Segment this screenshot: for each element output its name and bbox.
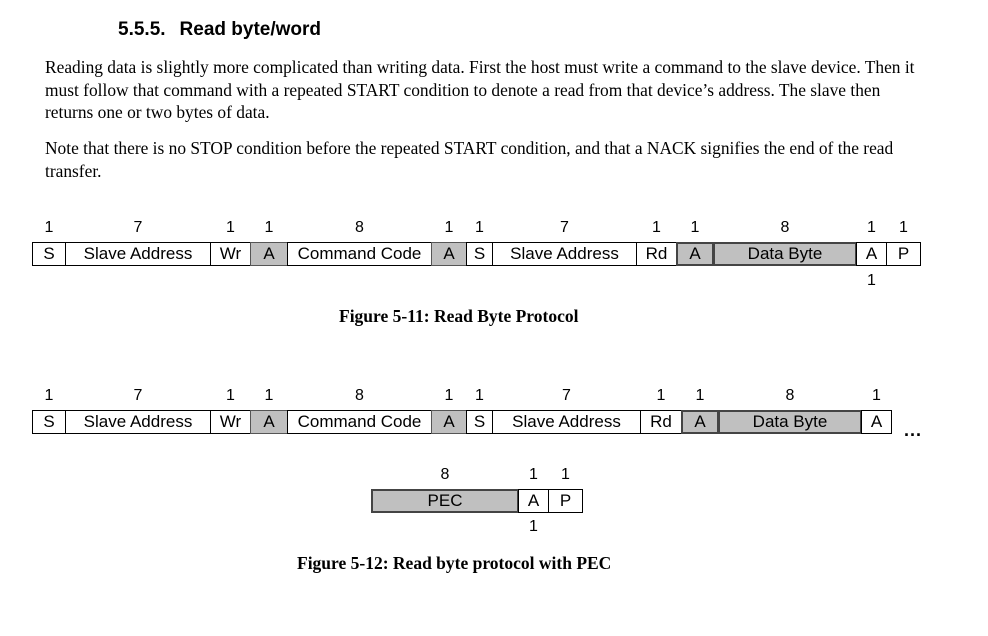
bit-count: 8: [355, 387, 364, 404]
field-slave-address: Slave Address: [492, 410, 641, 434]
bit-count: 1: [561, 466, 570, 483]
field-s: S: [32, 242, 66, 266]
bit-count: 1: [690, 219, 700, 236]
bit-count: 1: [444, 219, 454, 236]
field-s: S: [466, 242, 493, 266]
bit-count: 8: [785, 387, 795, 404]
field-a: A: [431, 242, 467, 266]
field-command-code: Command Code: [287, 410, 432, 434]
section-number: 5.5.5.: [118, 19, 166, 40]
bit-count-below: 1: [529, 518, 538, 535]
bit-count-below: 1: [867, 272, 876, 289]
paragraph-2: Note that there is no STOP condition bef…: [45, 138, 894, 181]
field-data-byte: Data Byte: [718, 410, 862, 434]
field-s: S: [466, 410, 493, 434]
field-rd: Rd: [636, 242, 677, 266]
paragraph-1: Reading data is slightly more complicate…: [45, 57, 915, 122]
figure-5-12-caption: Figure 5-12: Read byte protocol with PEC: [297, 553, 612, 573]
field-slave-address: Slave Address: [492, 242, 637, 266]
field-slave-address: Slave Address: [65, 410, 211, 434]
field-pec: PEC: [371, 489, 519, 513]
field-data-byte: Data Byte: [713, 242, 857, 266]
bit-count: 7: [133, 219, 143, 236]
bit-count: 1: [264, 219, 274, 236]
bit-count: 1: [226, 387, 235, 404]
bit-count: 1: [44, 387, 54, 404]
bit-count: 1: [475, 219, 484, 236]
bit-count: 1: [899, 219, 908, 236]
bit-count: 7: [562, 387, 571, 404]
bit-count: 7: [133, 387, 143, 404]
bit-count: 1: [695, 387, 705, 404]
field-a: A: [681, 410, 719, 434]
bit-count: 1: [44, 219, 54, 236]
field-a: A: [856, 242, 887, 266]
bit-count: 8: [355, 219, 364, 236]
figure-5-11-caption: Figure 5-11: Read Byte Protocol: [339, 306, 579, 326]
bit-count: 1: [656, 387, 666, 404]
bit-count: 1: [872, 387, 881, 404]
field-wr: Wr: [210, 242, 251, 266]
field-wr: Wr: [210, 410, 251, 434]
bit-count: 8: [780, 219, 790, 236]
bit-count: 1: [444, 387, 454, 404]
section-title: Read byte/word: [179, 19, 322, 40]
bit-count: 1: [226, 219, 235, 236]
bit-count: 1: [264, 387, 274, 404]
field-slave-address: Slave Address: [65, 242, 211, 266]
field-a: A: [861, 410, 892, 434]
bit-count: 1: [652, 219, 661, 236]
bit-count: 8: [440, 466, 450, 483]
continuation-ellipsis: ...: [904, 420, 923, 440]
field-a: A: [250, 410, 288, 434]
field-s: S: [32, 410, 66, 434]
field-command-code: Command Code: [287, 242, 432, 266]
section-heading: 5.5.5. Read byte/word: [118, 19, 321, 41]
bit-count: 7: [560, 219, 569, 236]
field-p: P: [886, 242, 921, 266]
field-p: P: [548, 489, 583, 513]
field-a: A: [676, 242, 714, 266]
field-a: A: [250, 242, 288, 266]
bit-count: 1: [867, 219, 876, 236]
bit-count: 1: [475, 387, 484, 404]
field-rd: Rd: [640, 410, 682, 434]
bit-count: 1: [529, 466, 538, 483]
field-a: A: [431, 410, 467, 434]
field-a: A: [518, 489, 549, 513]
